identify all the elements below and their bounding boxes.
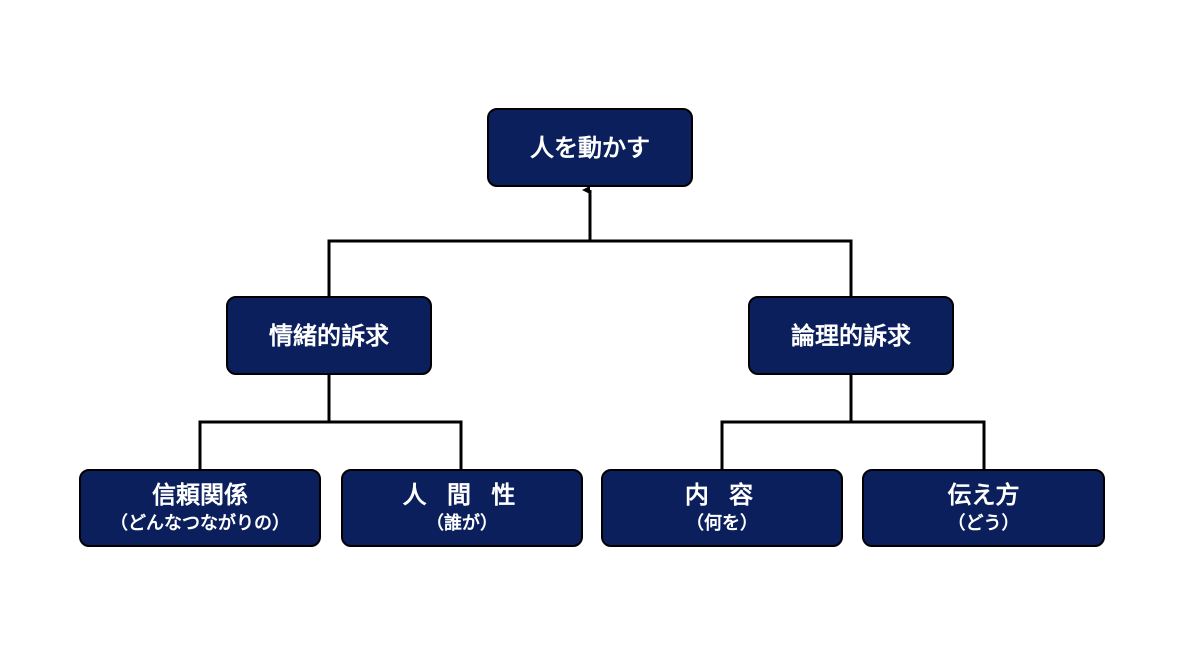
- node-delivery: 伝え方 （どう）: [862, 469, 1105, 547]
- node-move-people: 人を動かす: [487, 108, 693, 187]
- node-title: 内 容: [684, 481, 760, 509]
- connector-logical-children: [720, 375, 986, 469]
- node-subtitle: （誰が）: [426, 513, 498, 534]
- node-title: 人 間 性: [402, 481, 522, 509]
- node-title: 伝え方: [947, 481, 1020, 509]
- node-humanity: 人 間 性 （誰が）: [341, 469, 583, 547]
- node-subtitle: （何を）: [686, 513, 758, 534]
- node-subtitle: （どう）: [947, 513, 1020, 534]
- node-emotional-appeal: 情緒的訴求: [226, 296, 432, 375]
- node-title: 信頼関係: [152, 481, 248, 509]
- node-title: 情緒的訴求: [269, 321, 389, 350]
- node-logical-appeal: 論理的訴求: [748, 296, 954, 375]
- connector-emotional-children: [198, 375, 463, 469]
- connector-emotional-to-bus: [327, 239, 853, 296]
- node-content: 内 容 （何を）: [601, 469, 843, 547]
- node-title: 論理的訴求: [791, 321, 911, 350]
- node-trust: 信頼関係 （どんなつながりの）: [79, 469, 321, 547]
- node-subtitle: （どんなつながりの）: [110, 513, 290, 534]
- node-title: 人を動かす: [530, 133, 650, 162]
